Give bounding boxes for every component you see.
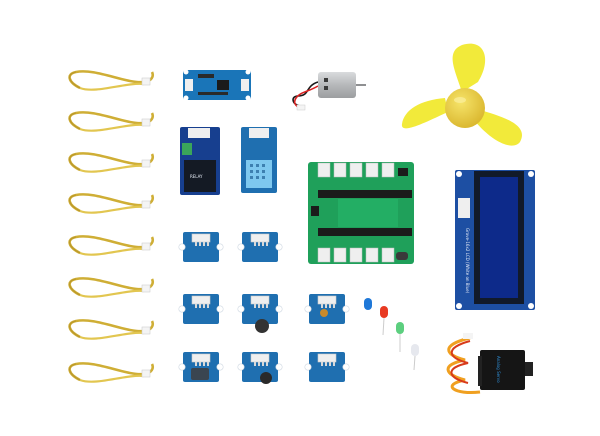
grove-cable (68, 152, 155, 173)
lcd-module: Grove-16x2 LCD (White on Blue) (455, 170, 535, 310)
dc-motor (292, 72, 366, 111)
servo-motor: Analog Servo (446, 333, 533, 395)
relay-module: RELAY (180, 127, 220, 195)
grove-cable (68, 277, 155, 298)
rotary-knob (255, 319, 269, 333)
servo-label: Analog Servo (496, 356, 501, 383)
grove-cable (68, 235, 155, 256)
grove-cable (68, 70, 155, 91)
microphone-module (237, 351, 283, 383)
microphone-capsule (260, 372, 272, 384)
sensor-module-wide (183, 69, 251, 101)
temperature-humidity-module (241, 127, 277, 193)
lcd-label: Grove-16x2 LCD (White on Blue) (465, 228, 470, 294)
grove-cable (68, 362, 155, 383)
grove-cables (68, 70, 155, 383)
potentiometer (320, 309, 328, 317)
light-module (304, 293, 350, 325)
fan-propeller (401, 43, 522, 146)
grove-cable (68, 193, 155, 214)
button-module (178, 231, 224, 263)
svg-text:RELAY: RELAY (190, 174, 203, 179)
buzzer-body (191, 368, 209, 380)
led-module (237, 231, 283, 263)
base-shield (308, 162, 414, 264)
grove-cable (68, 111, 155, 132)
grove-cable (68, 319, 155, 340)
sound-module (178, 293, 224, 325)
leds (364, 298, 419, 371)
line-finder-module (304, 351, 350, 383)
